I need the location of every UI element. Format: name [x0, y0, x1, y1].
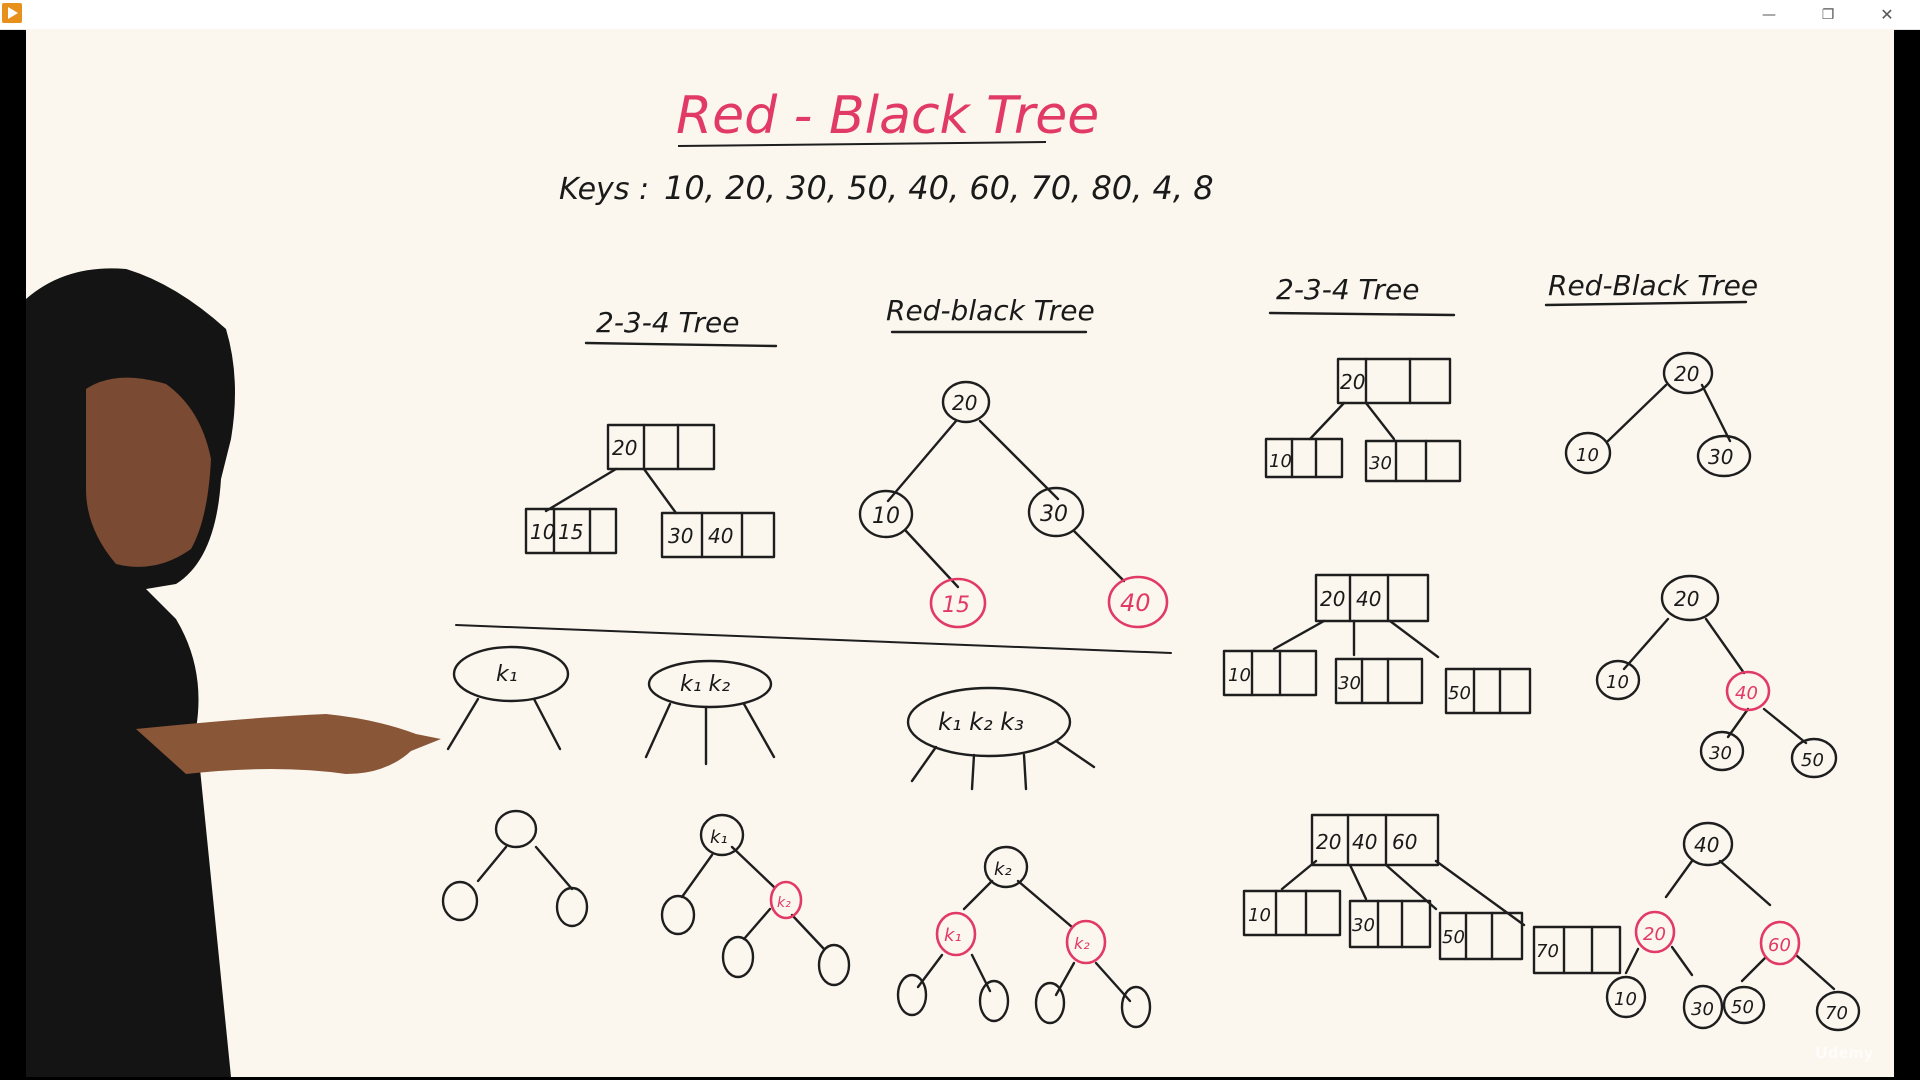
svg-text:30: 30	[1369, 453, 1392, 474]
svg-text:10: 10	[1228, 665, 1251, 686]
media-player-icon	[2, 3, 22, 23]
heading-right-234: 2-3-4 Tree	[1276, 273, 1419, 306]
svg-text:k₁: k₁	[710, 827, 728, 848]
svg-text:k₂: k₂	[1074, 934, 1090, 953]
right-234-tree-1: 20 10 30	[1264, 357, 1462, 483]
right-rb-tree-2: 20 10 40 30 50	[1595, 574, 1838, 779]
rb-3node: k₁ k₂	[660, 813, 851, 987]
generic-2node: k₁	[446, 645, 570, 751]
udemy-watermark: Udemy	[1815, 1045, 1874, 1062]
svg-text:k₂: k₂	[777, 895, 791, 911]
rb-2node	[441, 809, 589, 928]
svg-text:40: 40	[708, 524, 733, 548]
svg-text:40: 40	[1735, 683, 1758, 704]
whiteboard: Red - Black Tree Keys : 10, 20, 30, 50, …	[26, 86, 1861, 1077]
svg-text:k₁ k₂: k₁ k₂	[680, 672, 730, 697]
svg-text:10: 10	[1606, 672, 1629, 693]
video-frame[interactable]: Red - Black Tree Keys : 10, 20, 30, 50, …	[26, 29, 1894, 1077]
presenter	[26, 268, 441, 1077]
svg-text:20: 20	[612, 436, 637, 460]
svg-text:k₂: k₂	[994, 859, 1012, 880]
keys-label: Keys :	[559, 172, 649, 207]
svg-text:20: 20	[1316, 830, 1341, 854]
svg-text:50: 50	[1801, 750, 1824, 771]
svg-text:10: 10	[1576, 445, 1599, 466]
generic-4node: k₁ k₂ k₃	[906, 686, 1096, 791]
svg-text:50: 50	[1731, 997, 1754, 1018]
heading-left-rb: Red-black Tree	[886, 294, 1095, 327]
svg-text:40: 40	[1352, 830, 1377, 854]
svg-text:50: 50	[1442, 927, 1465, 948]
svg-text:30: 30	[1338, 673, 1361, 694]
svg-text:k₁ k₂ k₃: k₁ k₂ k₃	[938, 708, 1024, 736]
generic-3node: k₁ k₂	[644, 659, 776, 766]
heading-left-234: 2-3-4 Tree	[596, 306, 739, 339]
left-rb-tree: 20 10 30 15 40	[858, 380, 1169, 629]
svg-text:10: 10	[872, 504, 900, 529]
svg-text:60: 60	[1392, 830, 1417, 854]
svg-text:20: 20	[1674, 587, 1699, 611]
svg-text:40: 40	[1694, 833, 1719, 857]
restore-button[interactable]: ❐	[1821, 6, 1835, 23]
svg-text:60: 60	[1768, 935, 1791, 956]
board-title: Red - Black Tree	[676, 86, 1099, 146]
svg-text:70: 70	[1825, 1003, 1848, 1024]
svg-text:10: 10	[1269, 451, 1292, 472]
right-234-tree-2: 20 40 10 30 50	[1222, 573, 1532, 715]
svg-text:20: 20	[1674, 362, 1699, 386]
svg-text:30: 30	[1709, 743, 1732, 764]
rb-4node: k₂ k₁ k₂	[896, 845, 1152, 1029]
svg-text:k₁: k₁	[496, 662, 518, 687]
close-button[interactable]: ✕	[1880, 5, 1894, 24]
svg-text:30: 30	[668, 524, 693, 548]
svg-text:10: 10	[1248, 905, 1271, 926]
right-rb-tree-1: 20 10 30	[1564, 351, 1752, 478]
svg-text:20: 20	[1643, 924, 1666, 945]
svg-text:10: 10	[1614, 989, 1637, 1010]
minimize-button[interactable]: —	[1762, 6, 1776, 23]
svg-text:k₁: k₁	[944, 925, 962, 946]
svg-text:15: 15	[942, 593, 970, 618]
keys-list: 10, 20, 30, 50, 40, 60, 70, 80, 4, 8	[664, 169, 1214, 207]
svg-text:40: 40	[1356, 587, 1381, 611]
svg-text:20: 20	[1340, 370, 1365, 394]
right-234-tree-3: 20 40 60 10 30 50 70	[1242, 813, 1622, 975]
heading-right-rb: Red-Black Tree	[1548, 269, 1758, 302]
window-titlebar: — ❐ ✕	[0, 0, 1920, 30]
svg-text:50: 50	[1448, 683, 1471, 704]
svg-text:30: 30	[1708, 445, 1733, 469]
svg-text:30: 30	[1352, 915, 1375, 936]
svg-text:30: 30	[1040, 502, 1068, 527]
svg-text:40: 40	[1120, 589, 1151, 617]
svg-text:30: 30	[1691, 999, 1714, 1020]
svg-text:20: 20	[952, 391, 977, 415]
right-rb-tree-3: 40 20 60 10 30 50 70	[1605, 821, 1861, 1032]
svg-text:15: 15	[558, 520, 583, 544]
svg-text:10: 10	[530, 520, 555, 544]
svg-text:20: 20	[1320, 587, 1345, 611]
svg-text:70: 70	[1536, 941, 1559, 962]
